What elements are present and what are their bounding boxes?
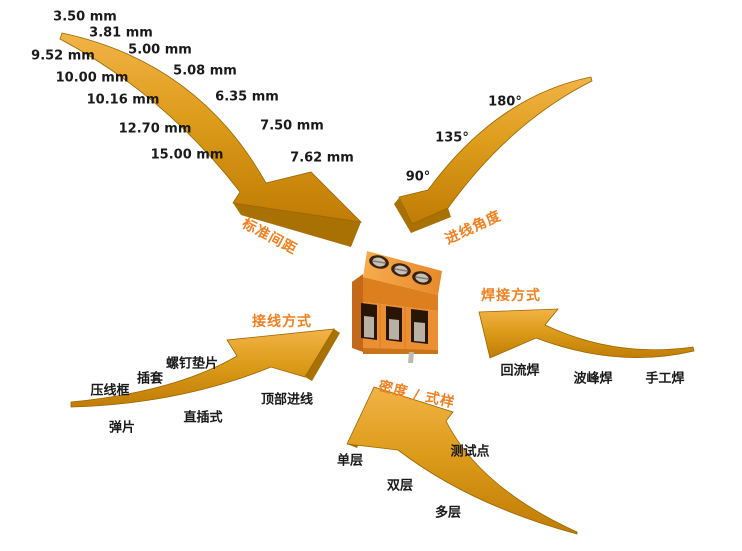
pitch-item: 7.50 mm: [260, 118, 324, 134]
entry-angle-item: 180°: [488, 94, 522, 110]
pitch-item: 5.08 mm: [173, 63, 237, 79]
pitch-arrow-bevel: [233, 203, 361, 247]
terminal-block-bottom-strip: [363, 348, 438, 354]
wire-clamp-3: [414, 322, 425, 342]
pitch-item: 6.35 mm: [215, 89, 279, 105]
wiring-item: 顶部进线: [260, 392, 314, 408]
terminal-block-image: [352, 251, 442, 363]
density-style-item: 单层: [336, 453, 364, 469]
wiring-item: 直插式: [183, 410, 223, 426]
screw-slot-3: [415, 276, 429, 280]
pitch-item: 5.00 mm: [128, 42, 192, 58]
density-style-item: 多层: [434, 505, 462, 521]
pitch-item: 12.70 mm: [118, 121, 192, 137]
pitch-arrow: [59, 32, 363, 223]
pitch-item: 7.62 mm: [290, 150, 354, 166]
wire-clamp-1: [364, 316, 374, 338]
wiring-label: 接线方式: [252, 314, 312, 330]
pitch-item: 3.50 mm: [53, 9, 117, 25]
pitch-item: 10.16 mm: [86, 92, 160, 108]
density-arrow: [346, 386, 578, 535]
front-rib-2: [404, 307, 406, 351]
pitch-item: 3.81 mm: [89, 25, 153, 41]
pitch-item: 15.00 mm: [150, 147, 224, 163]
wiring-item: 螺钉垫片: [165, 356, 219, 372]
entry-angle-arrow: [398, 76, 593, 225]
screw-slot-1: [372, 260, 386, 264]
pitch-item: 9.52 mm: [31, 48, 95, 64]
entry-angle-item: 135°: [435, 130, 469, 146]
screw-slot-2: [394, 268, 408, 272]
soldering-item: 手工焊: [645, 371, 685, 387]
soldering-arrow: [478, 308, 695, 359]
wiring-item: 插套: [136, 371, 164, 387]
pitch-item: 10.00 mm: [55, 70, 129, 86]
wiring-arrow: [70, 328, 335, 408]
terminal-block-front-bevel: [363, 277, 438, 311]
entry-angle-item: 90°: [405, 169, 431, 185]
soldering-item: 波峰焊: [573, 371, 613, 387]
density-style-item: 双层: [386, 478, 414, 494]
wiring-item: 压线框: [90, 383, 130, 399]
solder-pin: [408, 352, 414, 363]
wiring-arrow-bevel: [305, 329, 340, 381]
wire-clamp-2: [389, 319, 399, 340]
wiring-item: 弹片: [108, 420, 136, 436]
density-style-item: 测试点: [450, 444, 490, 460]
soldering-item: 回流焊: [500, 363, 540, 379]
terminal-block-left-face: [352, 274, 363, 352]
entry-angle-arrow-bevel: [394, 198, 451, 233]
front-rib-1: [379, 304, 381, 349]
soldering-label: 焊接方式: [481, 288, 541, 304]
